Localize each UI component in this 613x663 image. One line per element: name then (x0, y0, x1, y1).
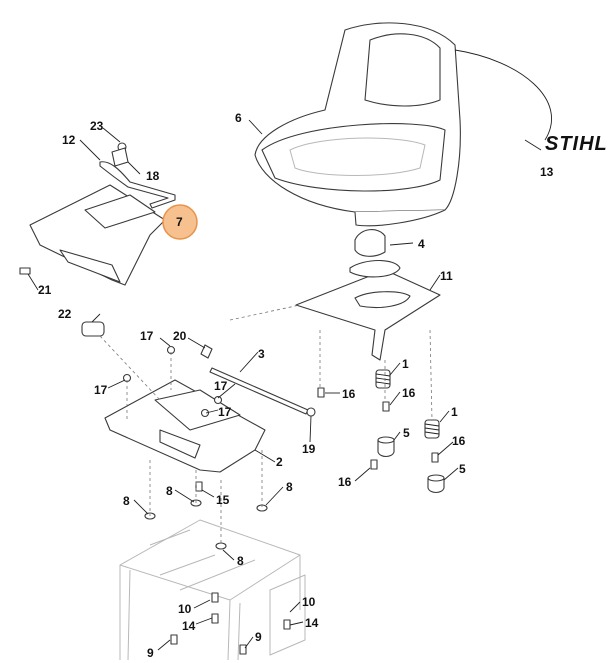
callout-16a: 16 (342, 387, 356, 401)
callout-11: 11 (440, 269, 453, 283)
screw[interactable] (19, 267, 31, 275)
screw[interactable] (239, 644, 247, 655)
callout-16c: 16 (452, 434, 466, 448)
callout-20: 20 (173, 329, 187, 343)
callout-1a: 1 (402, 357, 409, 371)
callout-10b: 10 (302, 595, 316, 609)
callout-8a: 8 (123, 494, 130, 508)
callout-16b: 16 (402, 386, 416, 400)
bushing[interactable] (427, 474, 445, 494)
callout-1b: 1 (451, 405, 458, 419)
slide-rod[interactable] (209, 367, 309, 415)
callout-12: 12 (62, 133, 76, 147)
screw[interactable] (211, 592, 219, 603)
spring[interactable] (424, 419, 440, 439)
callout-2: 2 (276, 455, 283, 469)
adjusting-knob[interactable] (354, 229, 386, 257)
screw[interactable] (370, 459, 378, 470)
tractor-frame (119, 519, 306, 661)
callout-14b: 14 (305, 616, 319, 630)
highlighted-callout-circle[interactable] (162, 204, 198, 240)
callout-17a: 17 (140, 329, 154, 343)
nut[interactable] (213, 395, 223, 405)
nut[interactable] (200, 408, 210, 418)
screw[interactable] (211, 613, 219, 624)
callout-8c: 8 (286, 480, 293, 494)
seat[interactable] (254, 22, 461, 227)
seat-mount-plate[interactable] (295, 259, 441, 361)
spring[interactable] (375, 369, 391, 389)
seat-rail-assembly-lower[interactable] (104, 379, 266, 473)
screw[interactable] (317, 387, 325, 398)
callout-14a: 14 (182, 619, 196, 633)
callout-4: 4 (418, 237, 425, 251)
callout-8b: 8 (166, 484, 173, 498)
bushing[interactable] (377, 436, 395, 458)
callout-21: 21 (38, 283, 52, 297)
callout-17b: 17 (94, 383, 108, 397)
seat-rail-assembly-upper[interactable] (29, 184, 166, 286)
bracket[interactable] (200, 344, 213, 359)
callout-19: 19 (302, 442, 316, 456)
stihl-logo: STIHL (545, 133, 608, 155)
spring-clip[interactable] (111, 147, 129, 167)
callout-9b: 9 (255, 630, 262, 644)
callout-18: 18 (146, 169, 160, 183)
callout-17c: 17 (214, 379, 228, 393)
callout-10a: 10 (178, 602, 192, 616)
callout-15: 15 (216, 493, 230, 507)
adjustment-lever[interactable] (99, 161, 176, 209)
washer[interactable] (215, 542, 227, 550)
callout-3: 3 (258, 347, 265, 361)
clip[interactable] (306, 407, 316, 417)
callout-23: 23 (90, 119, 104, 133)
screw[interactable] (170, 634, 178, 645)
callout-17d: 17 (218, 405, 232, 419)
callout-9a: 9 (147, 646, 154, 660)
callout-5a: 5 (403, 426, 410, 440)
callout-13: 13 (540, 165, 554, 179)
callout-16d: 16 (338, 475, 352, 489)
callout-22: 22 (58, 307, 72, 321)
screw[interactable] (195, 481, 203, 492)
callout-8d: 8 (237, 554, 244, 568)
callout-6: 6 (235, 111, 242, 125)
screw[interactable] (431, 452, 439, 463)
callout-7[interactable]: 7 (176, 215, 183, 229)
cap[interactable] (81, 321, 105, 337)
callout-5b: 5 (459, 462, 466, 476)
screw[interactable] (382, 401, 390, 412)
screw[interactable] (283, 619, 291, 630)
